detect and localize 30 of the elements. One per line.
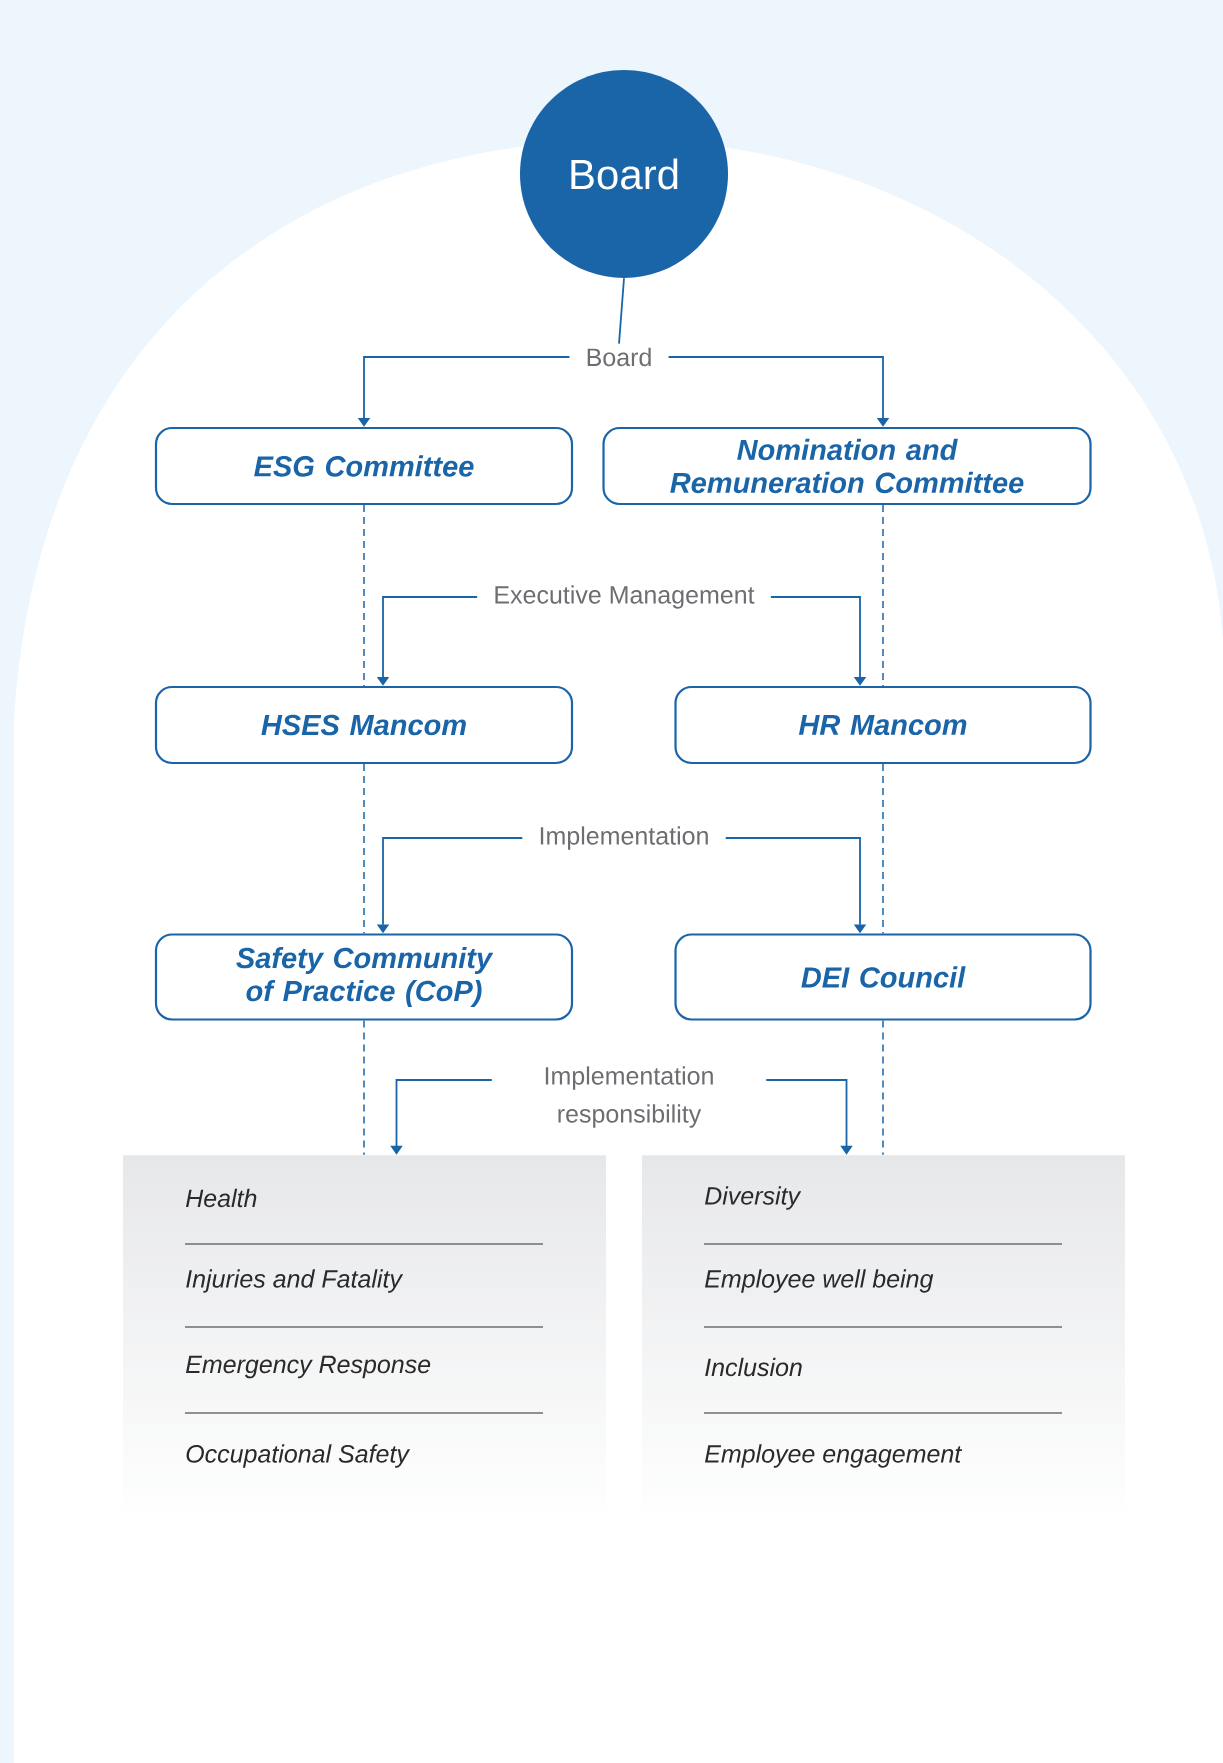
topic-panel bbox=[703, 1186, 1063, 1468]
level-label: Board bbox=[587, 347, 651, 367]
committee-box: ESG Committee bbox=[154, 426, 574, 506]
committee-box: HR Mancom bbox=[674, 685, 1092, 765]
level-label: Implementation responsibility bbox=[545, 1066, 713, 1128]
connector bbox=[882, 504, 884, 687]
connector bbox=[882, 763, 884, 935]
list-item: Inclusion bbox=[705, 1357, 802, 1377]
level-label: Executive Management bbox=[495, 585, 755, 609]
list-item: Injuries and Fatality bbox=[186, 1269, 404, 1293]
connector bbox=[667, 356, 890, 427]
committee-box: HSES Mancom bbox=[154, 685, 574, 765]
connector bbox=[769, 596, 867, 686]
list-item: Health bbox=[185, 1188, 257, 1208]
list-item: Occupational Safety bbox=[186, 1444, 411, 1468]
list-item: Employee engagement bbox=[705, 1444, 963, 1468]
connector bbox=[363, 1019, 365, 1156]
committee-box: Nomination and Remuneration Committee bbox=[602, 426, 1092, 506]
connector bbox=[363, 504, 365, 687]
committee-box: DEI Council bbox=[674, 933, 1092, 1021]
list-item: Diversity bbox=[705, 1186, 802, 1210]
level-label: Implementation bbox=[540, 826, 708, 850]
connector bbox=[882, 1019, 884, 1156]
topic-panel bbox=[184, 1188, 544, 1468]
list-item: Emergency Response bbox=[185, 1355, 431, 1379]
connector bbox=[363, 763, 365, 935]
list-item: Employee well being bbox=[705, 1269, 934, 1293]
committee-box: Safety Community of Practice (CoP) bbox=[154, 933, 574, 1021]
connector bbox=[765, 1079, 853, 1155]
connector bbox=[618, 277, 625, 345]
